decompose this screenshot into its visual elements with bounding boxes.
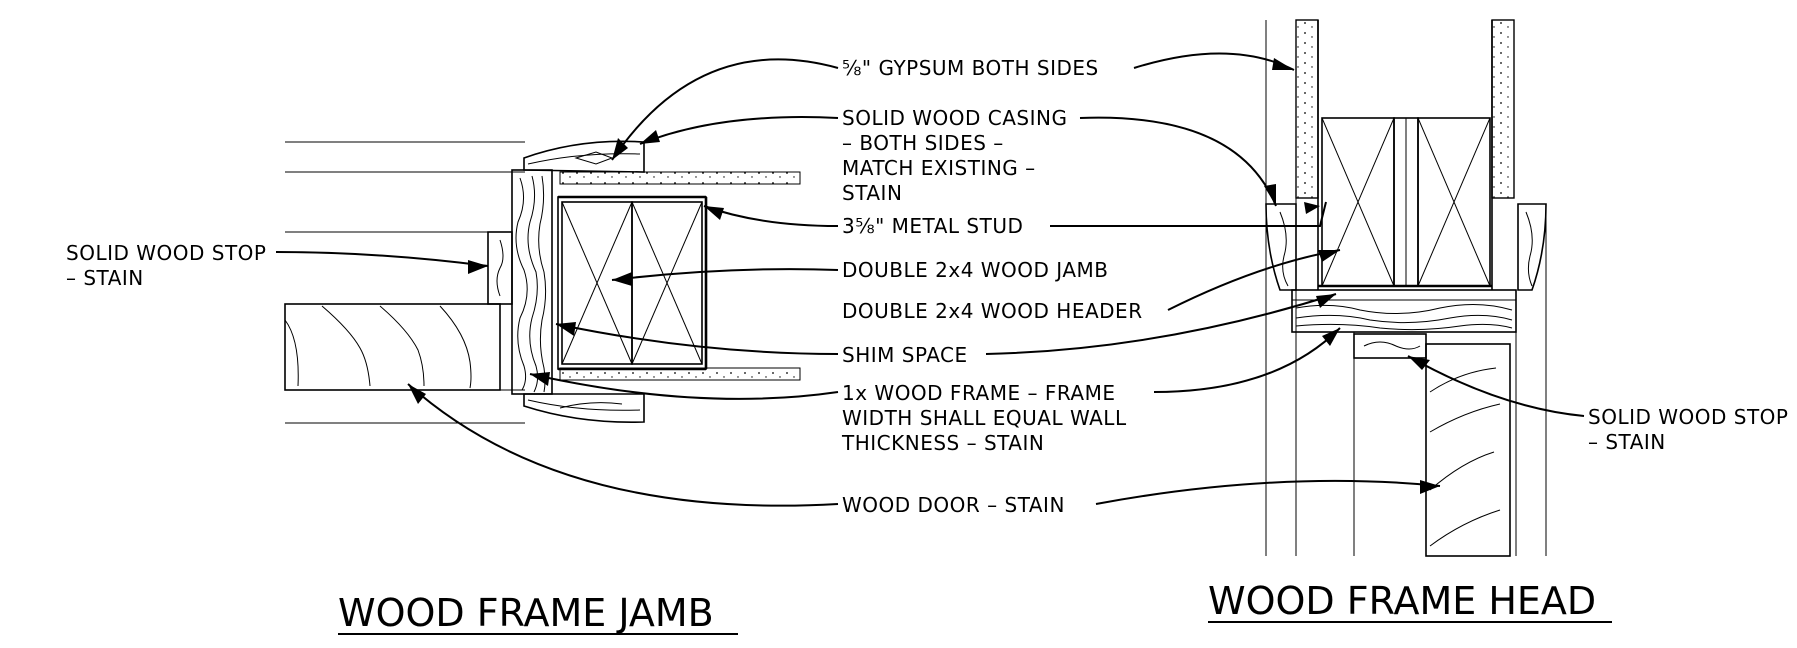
label-header: DOUBLE 2x4 WOOD HEADER — [842, 299, 1143, 323]
head-gypsum-board — [1295, 19, 1515, 290]
title-wood-frame-jamb: WOOD FRAME JAMB — [338, 591, 714, 635]
label-metal-stud: 3⅝" METAL STUD — [842, 214, 1023, 238]
head-casing-left — [1265, 203, 1297, 291]
label-casing-line-1: SOLID WOOD CASING — [842, 106, 1067, 130]
head-wood-door — [1425, 343, 1511, 557]
jamb-casing-top — [523, 140, 645, 173]
label-shim-space: SHIM SPACE — [842, 343, 968, 367]
label-stop-right-line-2: – STAIN — [1588, 430, 1666, 454]
label-frame-line-1: 1x WOOD FRAME – FRAME — [842, 381, 1115, 405]
label-casing-line-2: – BOTH SIDES – — [842, 131, 1004, 155]
jamb-section — [284, 140, 801, 424]
head-double-2x4 — [1318, 117, 1492, 288]
head-section — [1265, 19, 1547, 557]
label-frame-line-2: WIDTH SHALL EQUAL WALL — [842, 406, 1127, 430]
label-gypsum: ⅝" GYPSUM BOTH SIDES — [842, 56, 1099, 80]
head-wall-lines — [1265, 20, 1547, 556]
label-stop-left-line-1: SOLID WOOD STOP — [66, 241, 266, 265]
label-stop-left-line-2: – STAIN — [66, 266, 144, 290]
jamb-double-2x4 — [561, 201, 703, 365]
title-wood-frame-head: WOOD FRAME HEAD — [1208, 579, 1596, 623]
leader-lines — [275, 52, 1585, 507]
callout-labels: ⅝" GYPSUM BOTH SIDES SOLID WOOD CASING –… — [66, 56, 1788, 517]
label-casing-line-3: MATCH EXISTING – — [842, 156, 1036, 180]
section-titles: WOOD FRAME JAMB WOOD FRAME HEAD — [338, 579, 1612, 635]
jamb-casing-bottom — [523, 393, 645, 423]
label-jamb: DOUBLE 2x4 WOOD JAMB — [842, 258, 1109, 282]
label-stop-right-line-1: SOLID WOOD STOP — [1588, 405, 1788, 429]
label-frame-line-3: THICKNESS – STAIN — [841, 431, 1044, 455]
label-wood-door: WOOD DOOR – STAIN — [842, 493, 1065, 517]
label-casing-line-4: STAIN — [842, 181, 902, 205]
head-wood-stop — [1353, 333, 1427, 359]
wall-lines — [285, 141, 525, 424]
jamb-1x-wood-frame — [511, 169, 553, 395]
head-casing-right — [1517, 203, 1547, 291]
jamb-wood-door — [284, 303, 501, 391]
jamb-gypsum-board — [559, 171, 801, 381]
head-1x-wood-frame — [1291, 289, 1517, 333]
jamb-metal-stud — [557, 195, 708, 371]
jamb-wood-stop — [487, 231, 513, 305]
